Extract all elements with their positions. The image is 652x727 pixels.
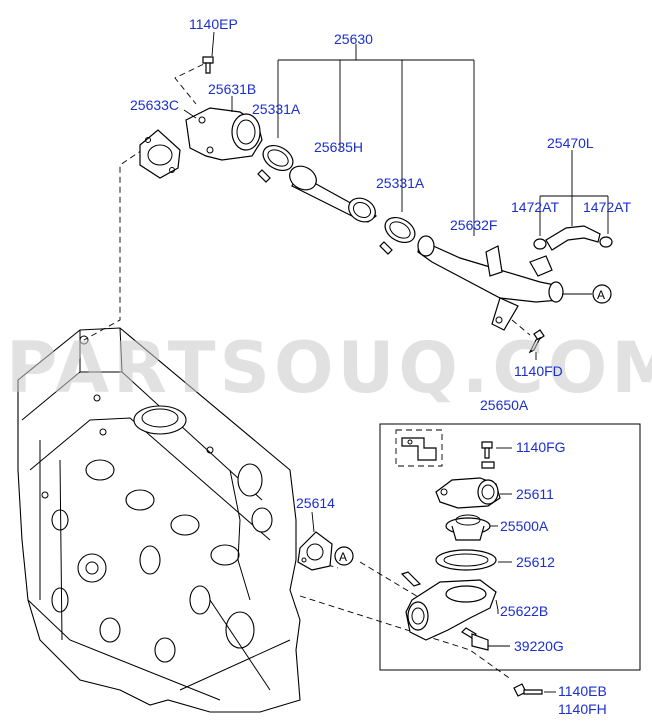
label-25631B[interactable]: 25631B <box>208 81 256 97</box>
label-1140FG[interactable]: 1140FG <box>516 439 566 455</box>
label-1140EP[interactable]: 1140EP <box>189 16 238 32</box>
label-25635H[interactable]: 25635H <box>314 139 363 155</box>
hose-clamp-25331A-upper <box>257 144 294 183</box>
label-1140FH[interactable]: 1140FH <box>558 701 607 717</box>
label-1140FD[interactable]: 1140FD <box>514 363 563 379</box>
label-25650A[interactable]: 25650A <box>480 397 529 413</box>
water-outlet-fitting-25631B <box>185 107 263 161</box>
label-25614[interactable]: 25614 <box>296 495 335 511</box>
thermostat-25500A <box>445 514 491 541</box>
label-25331A-lower[interactable]: 25331A <box>376 175 425 191</box>
bolt-1140FG <box>481 441 495 469</box>
leader-lines <box>183 31 609 693</box>
label-25470L[interactable]: 25470L <box>547 135 594 151</box>
label-25630[interactable]: 25630 <box>334 31 373 47</box>
thermostat-assembly-box-25650A <box>379 423 641 671</box>
label-25331A-upper[interactable]: 25331A <box>252 101 301 117</box>
gasket-25633C <box>139 129 181 179</box>
label-25612[interactable]: 25612 <box>516 554 555 570</box>
label-39220G[interactable]: 39220G <box>514 638 564 654</box>
thermostat-case-25622B <box>405 579 497 641</box>
bolt-1140FD <box>528 329 545 354</box>
label-25632F[interactable]: 25632F <box>450 217 497 233</box>
label-25611[interactable]: 25611 <box>516 486 554 502</box>
hose-25635H <box>289 165 378 223</box>
label-1472AT-right[interactable]: 1472AT <box>583 199 631 215</box>
label-1140EB[interactable]: 1140EB <box>558 683 607 699</box>
label-A-bottom: A <box>339 550 347 564</box>
clip-1472AT-right <box>599 236 613 248</box>
hose-clamp-25331A-lower <box>379 216 416 255</box>
label-1472AT-left[interactable]: 1472AT <box>511 199 559 215</box>
watermark-text: PARTSOUQ.COM <box>6 327 652 409</box>
hose-25470L <box>545 225 601 251</box>
gasket-25614 <box>297 531 333 571</box>
label-25622B[interactable]: 25622B <box>500 603 548 619</box>
bracket-in-dashed-box <box>401 437 437 461</box>
ref-circle-A-top <box>592 284 612 304</box>
bolt-1140EP <box>202 56 214 74</box>
temp-sensor-39220G <box>461 627 489 651</box>
gasket-25612 <box>435 549 497 571</box>
thermostat-housing-25611 <box>435 477 501 509</box>
clip-1472AT-left <box>533 238 547 250</box>
engine-block-drawing <box>17 327 301 713</box>
water-pipe-25632F <box>417 235 564 331</box>
label-A-top: A <box>597 288 605 302</box>
label-25500A[interactable]: 25500A <box>500 518 549 534</box>
label-25633C[interactable]: 25633C <box>130 97 179 113</box>
part-labels: 1140EP 25630 25631B 25633C 25331A 25635H… <box>130 16 631 717</box>
stud-bolt <box>400 571 422 587</box>
bolt-1140EB-1140FH <box>513 683 543 697</box>
ref-circle-A-bottom <box>334 546 354 566</box>
